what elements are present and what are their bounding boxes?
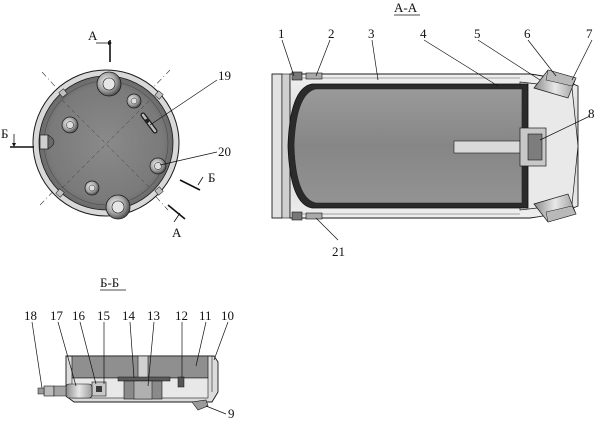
leader-21 xyxy=(315,217,339,241)
cut-marker-b-left: Б xyxy=(1,126,34,148)
leader-6 xyxy=(527,39,557,77)
callout-11: 11 xyxy=(199,308,212,323)
rim-tab-1 xyxy=(58,88,68,98)
callout-18: 18 xyxy=(24,308,37,323)
boss-top xyxy=(96,71,122,97)
callout-10: 10 xyxy=(221,308,234,323)
callout-9: 9 xyxy=(228,406,235,421)
leader-14 xyxy=(129,321,135,379)
callout-14: 14 xyxy=(122,308,136,323)
callout-5: 5 xyxy=(474,26,481,41)
leader-16 xyxy=(79,321,97,385)
bushing-core xyxy=(527,133,543,161)
bb-nut-18b xyxy=(37,387,45,395)
boss-small-top-right xyxy=(126,93,142,109)
cut-marker-a-top: А xyxy=(88,28,112,62)
cut-letter-b-right: Б xyxy=(208,170,215,185)
inner-core xyxy=(293,88,523,204)
bb-plate xyxy=(117,376,171,382)
bb-nozzle-9 xyxy=(191,399,209,411)
bb-pin xyxy=(177,376,185,388)
nozzle-bottom xyxy=(533,193,577,223)
fitting-21b xyxy=(305,212,323,220)
callout-4: 4 xyxy=(420,26,427,41)
leader-3 xyxy=(371,39,379,81)
callout-3: 3 xyxy=(368,26,375,41)
bb-fitting-15-hole xyxy=(96,386,102,392)
leader-18 xyxy=(31,321,43,389)
leader-4 xyxy=(423,39,499,87)
leader-20 xyxy=(159,151,218,166)
slot-element xyxy=(140,112,158,134)
rim-tab-3 xyxy=(55,188,65,198)
leader-11 xyxy=(195,321,207,367)
rod xyxy=(453,140,521,154)
section-bb-title: Б-Б xyxy=(100,275,119,290)
leader-2 xyxy=(315,39,331,77)
leader-7 xyxy=(571,39,593,81)
leader-17 xyxy=(57,321,77,387)
callout-13: 13 xyxy=(147,308,160,323)
boss-small-left xyxy=(61,116,79,134)
callout-20: 20 xyxy=(218,144,231,159)
bb-cylinder-17 xyxy=(65,383,93,399)
rim-tab-4 xyxy=(154,186,164,196)
top-view: А А Б Б 19 20 xyxy=(1,28,231,240)
callout-21: 21 xyxy=(332,244,345,259)
cut-letter-a-top: А xyxy=(88,28,98,43)
callout-16: 16 xyxy=(72,308,86,323)
callout-8: 8 xyxy=(588,106,595,121)
boss-bottom xyxy=(105,194,131,220)
nozzle-top xyxy=(533,69,577,99)
leader-10 xyxy=(213,321,229,361)
bb-nut-18c xyxy=(53,385,67,397)
bb-nut-18 xyxy=(43,385,55,397)
leader-9 xyxy=(205,405,227,415)
leader-5 xyxy=(477,39,541,81)
callout-17: 17 xyxy=(50,308,64,323)
callout-19: 19 xyxy=(218,68,231,83)
fitting-2 xyxy=(305,72,323,80)
leader-8 xyxy=(539,115,591,141)
fitting-21 xyxy=(291,211,303,221)
callout-6: 6 xyxy=(524,26,531,41)
callout-15: 15 xyxy=(97,308,110,323)
cut-marker-b-right: Б xyxy=(179,170,215,191)
section-aa-title: А-А xyxy=(394,0,418,15)
callout-12: 12 xyxy=(175,308,188,323)
boss-small-bottom-left xyxy=(84,180,100,196)
leader-13 xyxy=(147,321,155,387)
callout-7: 7 xyxy=(586,26,593,41)
bb-canister-inner xyxy=(133,380,153,400)
bb-column xyxy=(137,355,149,379)
leader-1 xyxy=(281,39,295,77)
cut-letter-b-left: Б xyxy=(1,126,8,141)
callout-2: 2 xyxy=(328,26,335,41)
leader-19 xyxy=(149,79,218,126)
cut-marker-a-bottom: А xyxy=(167,204,186,240)
side-tab xyxy=(39,134,49,150)
side-notch xyxy=(47,134,55,150)
section-bb: Б-Б 18 17 16 15 xyxy=(24,275,235,421)
section-aa: А-А 1 xyxy=(271,0,595,259)
rim-tab-2 xyxy=(154,90,164,100)
callout-1: 1 xyxy=(278,26,285,41)
cut-letter-a-bottom: А xyxy=(172,225,182,240)
fitting-1 xyxy=(291,71,303,81)
end-flange xyxy=(271,73,283,219)
boss-small-right xyxy=(149,157,167,175)
